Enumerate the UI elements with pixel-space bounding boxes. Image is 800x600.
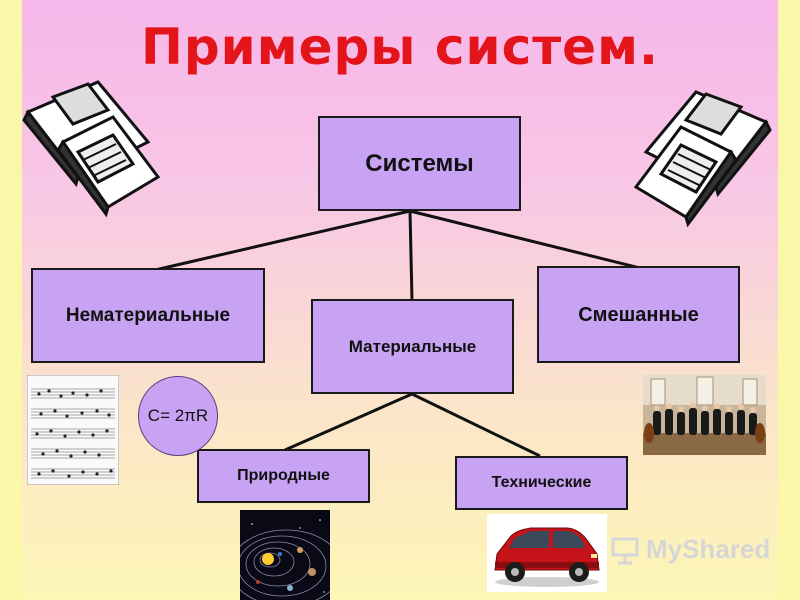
connector-root-material bbox=[408, 210, 414, 301]
floppy-disks-icon bbox=[22, 80, 161, 218]
node-systems-label: Системы bbox=[365, 149, 474, 177]
connector-root-mixed bbox=[409, 209, 641, 270]
node-systems: Системы bbox=[318, 116, 521, 211]
right-stripe bbox=[778, 0, 800, 600]
node-technical-label: Технические bbox=[491, 474, 592, 491]
node-intangible-label: Нематериальные bbox=[65, 304, 231, 326]
node-intangible: Нематериальные bbox=[31, 268, 265, 363]
node-technical: Технические bbox=[455, 456, 628, 510]
connector-material-natural bbox=[284, 392, 413, 452]
node-natural-label: Природные bbox=[237, 467, 330, 484]
red-car-photo bbox=[487, 514, 607, 592]
watermark-text: MyShared bbox=[646, 534, 771, 564]
connector-material-technical bbox=[411, 392, 541, 458]
floppy-disks-icon bbox=[633, 90, 772, 228]
node-natural: Природные bbox=[197, 449, 370, 503]
solar-system-image bbox=[240, 510, 330, 600]
connector-root-intangible bbox=[154, 209, 411, 272]
node-material-label: Материальные bbox=[348, 336, 477, 356]
node-mixed: Смешанные bbox=[537, 266, 740, 363]
presentation-board-icon bbox=[611, 537, 639, 564]
watermark: MyShared bbox=[610, 534, 770, 565]
sheet-music-image bbox=[27, 375, 119, 485]
formula-label: C= 2πR bbox=[147, 406, 209, 425]
slide-title: Примеры систем. bbox=[141, 18, 659, 76]
left-stripe bbox=[0, 0, 22, 600]
orchestra-photo bbox=[643, 375, 766, 455]
node-material: Материальные bbox=[311, 299, 514, 394]
formula-circle: C= 2πR bbox=[138, 376, 218, 456]
node-mixed-label: Смешанные bbox=[578, 304, 699, 326]
